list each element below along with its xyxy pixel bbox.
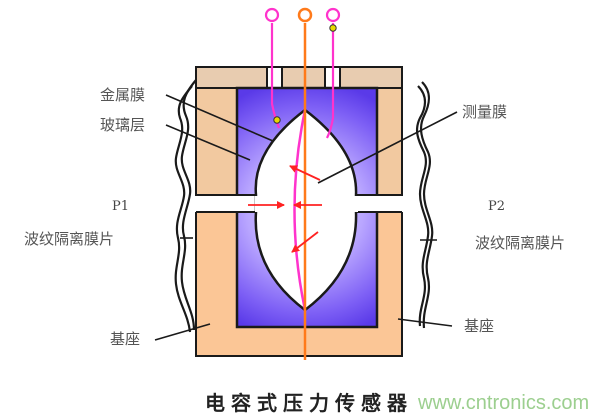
right-terminal-icon	[325, 7, 341, 23]
label-glass-layer: 玻璃层	[100, 116, 145, 134]
center-terminal-icon	[297, 7, 313, 23]
right-lead-wire	[326, 23, 335, 139]
junction-dot-metal	[273, 116, 281, 124]
watermark: www.cntronics.com	[417, 392, 589, 414]
lead-slot-left	[266, 66, 283, 89]
left-terminal-icon	[264, 7, 280, 23]
leader-lines	[154, 94, 458, 341]
label-isolation-diaphragm-left: 波纹隔离膜片	[24, 230, 114, 248]
lead-wires	[264, 7, 341, 360]
label-measuring-diaphragm: 测量膜	[462, 103, 507, 121]
isolation-diaphragm-left	[174, 79, 197, 333]
label-metal-film: 金属膜	[100, 86, 145, 104]
measuring-diaphragm	[293, 109, 307, 311]
left-lead-wire	[270, 23, 281, 129]
junction-dot-top	[329, 24, 337, 32]
force-arrows	[248, 165, 322, 253]
label-isolation-diaphragm-right: 波纹隔离膜片	[475, 234, 565, 252]
label-p2: P2	[488, 199, 505, 214]
label-base-right: 基座	[464, 317, 494, 335]
isolation-diaphragm-right	[415, 81, 434, 329]
diagram-title: 电容式压力传感器	[205, 391, 413, 415]
label-base-left: 基座	[110, 330, 140, 348]
label-p1: P1	[112, 199, 129, 214]
